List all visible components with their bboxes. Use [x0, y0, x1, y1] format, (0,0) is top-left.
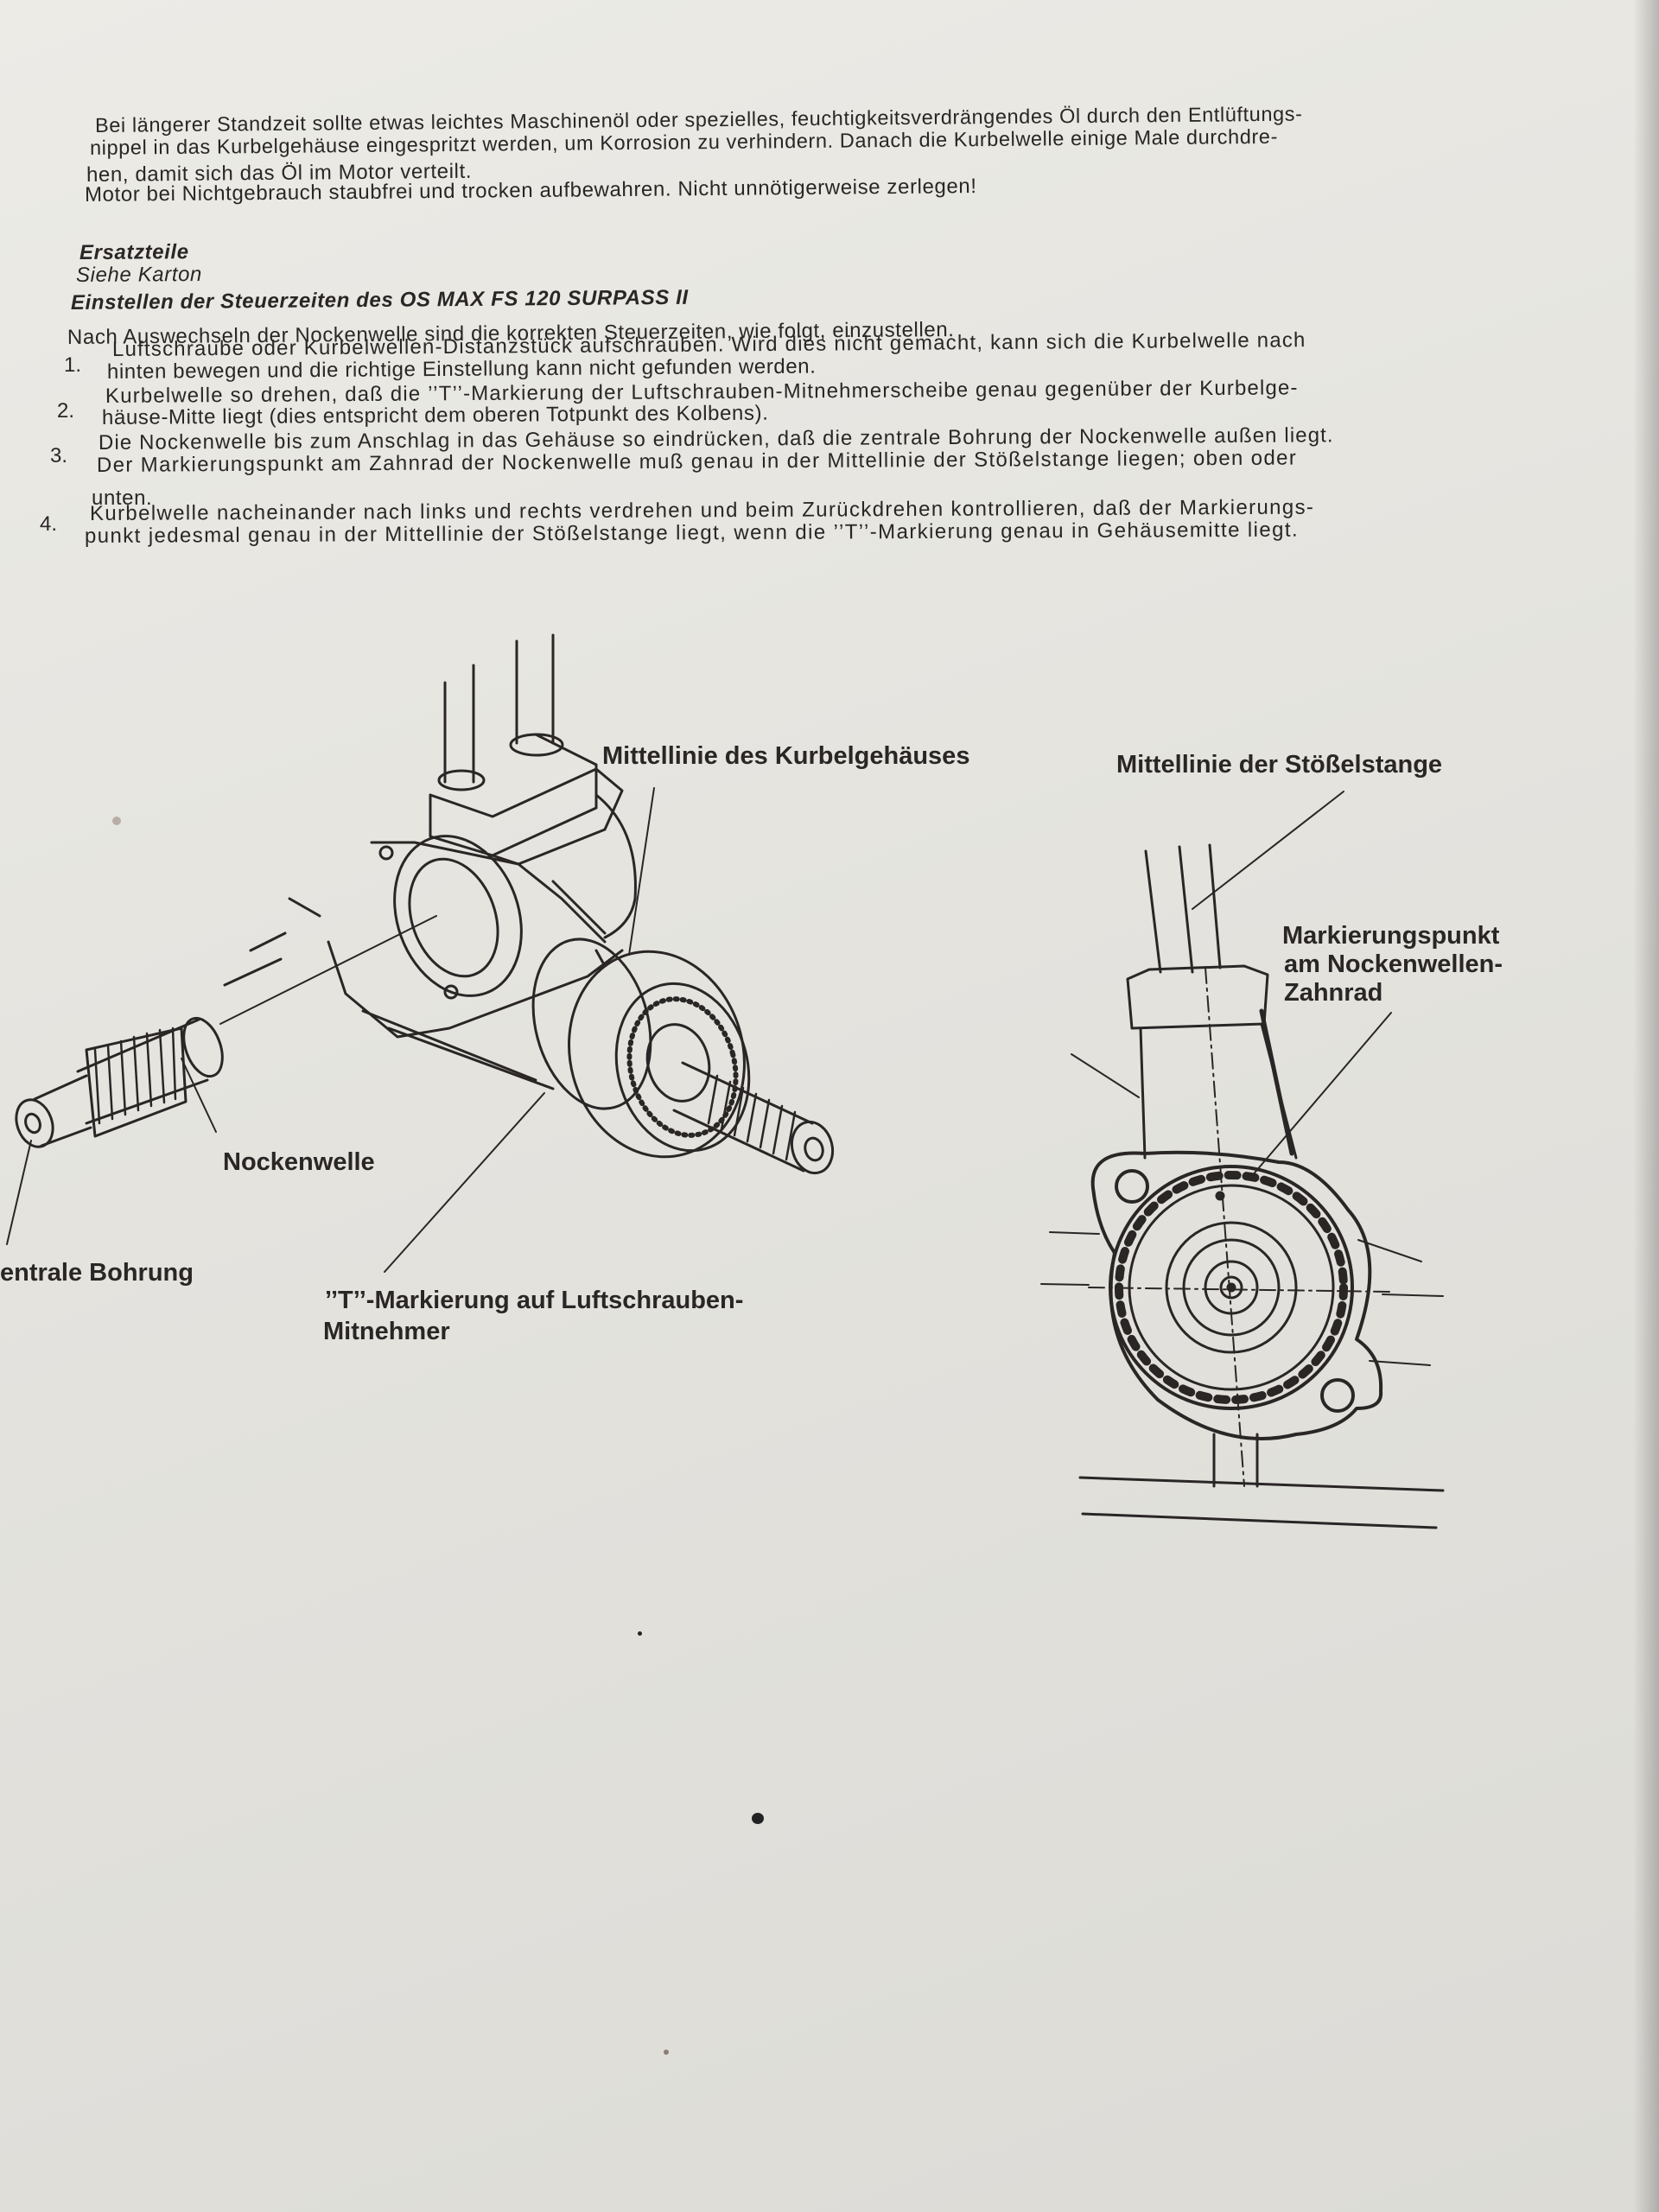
- label-marking-point-3: Zahnrad: [1284, 979, 1383, 1007]
- label-central-bore: entrale Bohrung: [0, 1259, 194, 1287]
- paper-speck: [112, 817, 121, 825]
- paper-speck: [752, 1813, 764, 1824]
- paper-speck: [664, 2050, 669, 2055]
- label-pushrod-centerline: Mittellinie der Stößelstange: [1116, 751, 1443, 779]
- page-shadow-edge: [1633, 0, 1659, 2212]
- step-3-number: 3.: [50, 444, 68, 467]
- label-camshaft: Nockenwelle: [223, 1148, 375, 1176]
- gear-front-view: [1040, 791, 1445, 1529]
- step-4-number: 4.: [40, 512, 58, 536]
- step-1-number: 1.: [64, 353, 82, 377]
- label-marking-point-2: am Nockenwellen-: [1284, 950, 1503, 978]
- label-t-mark-2: Mitnehmer: [323, 1318, 450, 1345]
- label-t-mark-1: ’’T’’-Markierung auf Luftschrauben-: [325, 1287, 744, 1314]
- paper-speck: [638, 1631, 642, 1636]
- engine-perspective-drawing: [6, 633, 835, 1273]
- label-marking-point-1: Markierungspunkt: [1282, 922, 1500, 950]
- step-3-line-3: unten.: [92, 486, 153, 510]
- label-crankcase-centerline: Mittellinie des Kurbelgehäuses: [602, 742, 970, 770]
- step-2-number: 2.: [57, 399, 75, 423]
